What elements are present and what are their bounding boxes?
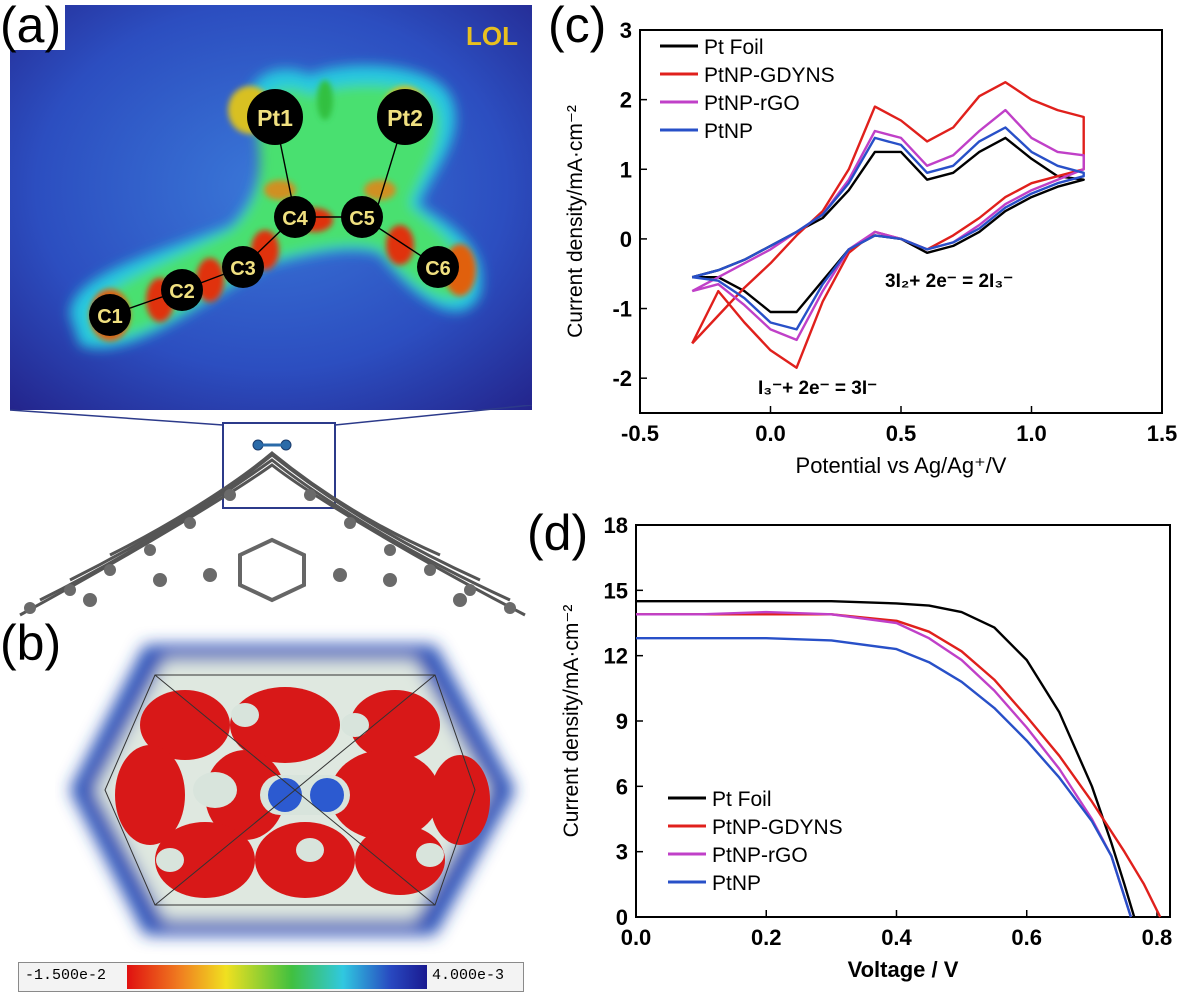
lol-label: LOL — [466, 21, 518, 51]
x-tick-label: 0.0 — [621, 925, 652, 950]
atom-label-c5: C5 — [349, 208, 375, 230]
atom-label-c6: C6 — [425, 258, 451, 280]
y-tick-label: -2 — [612, 366, 632, 391]
y-tick-label: 1 — [620, 157, 632, 182]
colorbar-max-label: 4.000e-3 — [432, 967, 505, 984]
reaction-annotation-upper: 3I₂+ 2e⁻ = 2I₃⁻ — [885, 271, 1013, 292]
x-tick-label: 0.2 — [751, 925, 782, 950]
y-tick-label: 3 — [616, 840, 628, 865]
x-axis-title: Potential vs Ag/Ag⁺/V — [796, 453, 1007, 478]
series-line — [636, 599, 1136, 918]
panel-letter-a: (a) — [0, 0, 66, 50]
plot-frame — [639, 29, 1163, 414]
legend-label: Pt Foil — [704, 36, 764, 59]
x-tick-label: 0.4 — [881, 925, 912, 950]
atom-label-c1: C1 — [97, 306, 123, 328]
x-axis-title: Voltage / V — [848, 957, 959, 982]
x-tick-label: 0.0 — [755, 421, 786, 446]
atom-label-pt2: Pt2 — [387, 105, 423, 131]
y-tick-label: 12 — [604, 644, 628, 669]
x-tick-label: -0.5 — [621, 421, 659, 446]
x-tick-label: 1.5 — [1147, 421, 1178, 446]
y-tick-label: 2 — [620, 88, 632, 113]
y-tick-label: -1 — [612, 297, 632, 322]
y-tick-label: 3 — [620, 18, 632, 43]
series-line — [636, 613, 1162, 918]
panel-letter-b: (b) — [0, 615, 62, 671]
y-tick-label: 18 — [604, 513, 628, 538]
legend-label: PtNP-GDYNS — [704, 64, 835, 87]
x-tick-label: 0.6 — [1011, 925, 1042, 950]
structure-view — [10, 405, 532, 617]
atom-label-c4: C4 — [282, 208, 308, 230]
legend-label: PtNP — [704, 120, 753, 143]
lol-map: Pt1 Pt2 C4 C5 C3 C6 C2 C1 LOL — [10, 5, 532, 410]
atom-label-c3: C3 — [230, 258, 256, 280]
reaction-annotation-lower: I₃⁻+ 2e⁻ = 3I⁻ — [758, 378, 877, 399]
zoom-box — [222, 422, 336, 509]
series-line — [636, 636, 1133, 918]
y-tick-label: 9 — [616, 709, 628, 734]
legend-label: PtNP-rGO — [704, 92, 800, 115]
x-tick-label: 0.5 — [886, 421, 917, 446]
atom-label-c2: C2 — [169, 281, 195, 303]
x-tick-label: 1.0 — [1016, 421, 1047, 446]
atom-markers — [89, 89, 459, 336]
y-tick-label: 15 — [604, 578, 628, 603]
y-tick-label: 0 — [620, 227, 632, 252]
panel-letter-d: (d) — [527, 505, 589, 561]
esp-map — [70, 645, 515, 935]
y-tick-label: 6 — [616, 774, 628, 799]
series-line — [691, 126, 1085, 331]
panel-letter-c: (c) — [548, 0, 607, 53]
x-tick-label: 0.8 — [1142, 925, 1173, 950]
legend-label: PtNP-GDYNS — [712, 816, 843, 839]
atom-label-pt1: Pt1 — [257, 105, 293, 131]
series-line — [691, 136, 1085, 314]
colorbar-min-label: -1.500e-2 — [25, 967, 107, 984]
colorbar: -1.500e-2 4.000e-3 — [18, 962, 524, 992]
legend-label: Pt Foil — [712, 788, 772, 811]
y-tick-label: 0 — [616, 905, 628, 930]
legend-label: PtNP — [712, 872, 761, 895]
legend-label: PtNP-rGO — [712, 844, 808, 867]
series-line — [636, 610, 1133, 918]
y-axis-title: Current density/mA·cm⁻² — [560, 605, 583, 838]
series-line — [691, 80, 1085, 369]
y-axis-title: Current density/mA·cm⁻² — [564, 105, 587, 338]
